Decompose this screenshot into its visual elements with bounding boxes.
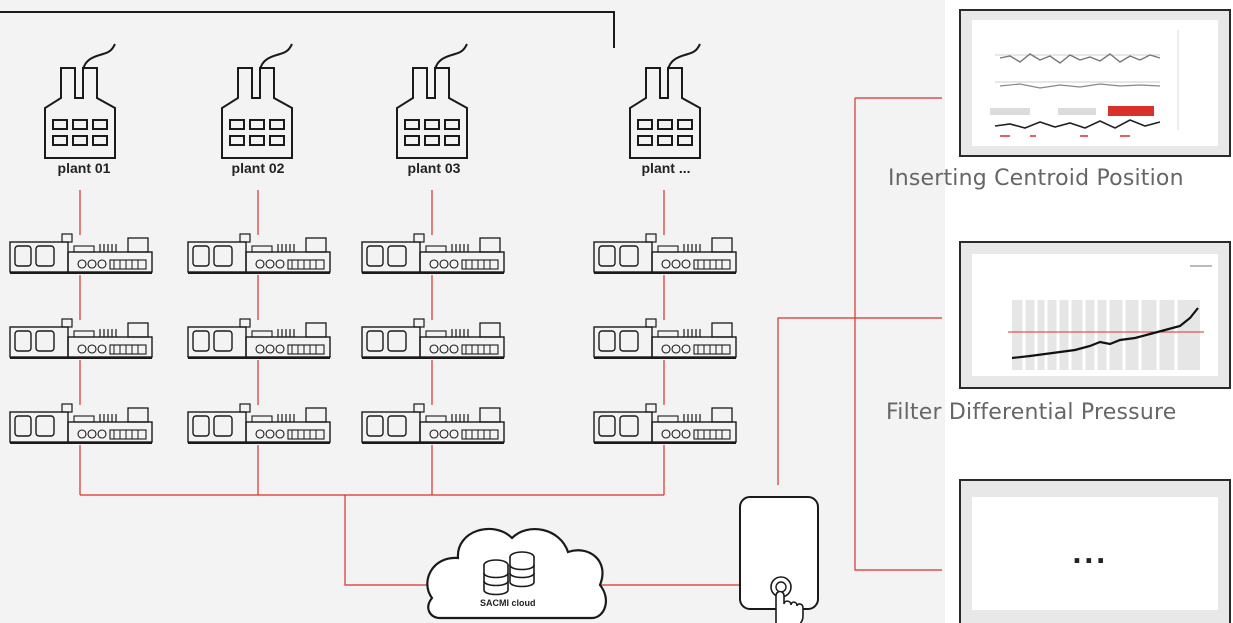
factory-icon: [221, 43, 293, 159]
machine-icon: [593, 318, 737, 360]
factory-icon: [629, 43, 701, 159]
frame-line: [0, 11, 615, 48]
machine-icon: [9, 318, 153, 360]
plant-label: plant 02: [231, 160, 285, 176]
cloud-label: SACMI cloud: [480, 598, 536, 608]
thumbnail-chart-pressure: [959, 241, 1231, 389]
plant-label: plant 01: [57, 160, 111, 176]
machine-icon: [361, 233, 505, 275]
machine-icon: [593, 233, 737, 275]
machine-icon: [9, 233, 153, 275]
machine-icon: [9, 403, 153, 445]
thumbnail-chart-centroid: [959, 9, 1231, 157]
database-icon: [509, 551, 535, 588]
factory-icon: [396, 43, 468, 159]
machine-icon: [187, 403, 331, 445]
machine-icon: [593, 403, 737, 445]
machine-icon: [187, 318, 331, 360]
plant-label: plant 03: [407, 160, 461, 176]
output-caption: Inserting Centroid Position: [888, 166, 1184, 191]
plant-connectors: [79, 97, 942, 586]
database-icon: [483, 559, 509, 596]
more-outputs-ellipsis: ...: [1072, 540, 1108, 570]
plant-label: plant ...: [641, 160, 691, 176]
machine-icon: [187, 233, 331, 275]
machine-icon: [361, 403, 505, 445]
factory-icon: [44, 43, 116, 159]
machine-icon: [361, 318, 505, 360]
output-caption: Filter Differential Pressure: [886, 400, 1177, 425]
thumbnail-more: [959, 479, 1231, 623]
touch-hand-icon: [770, 576, 804, 623]
